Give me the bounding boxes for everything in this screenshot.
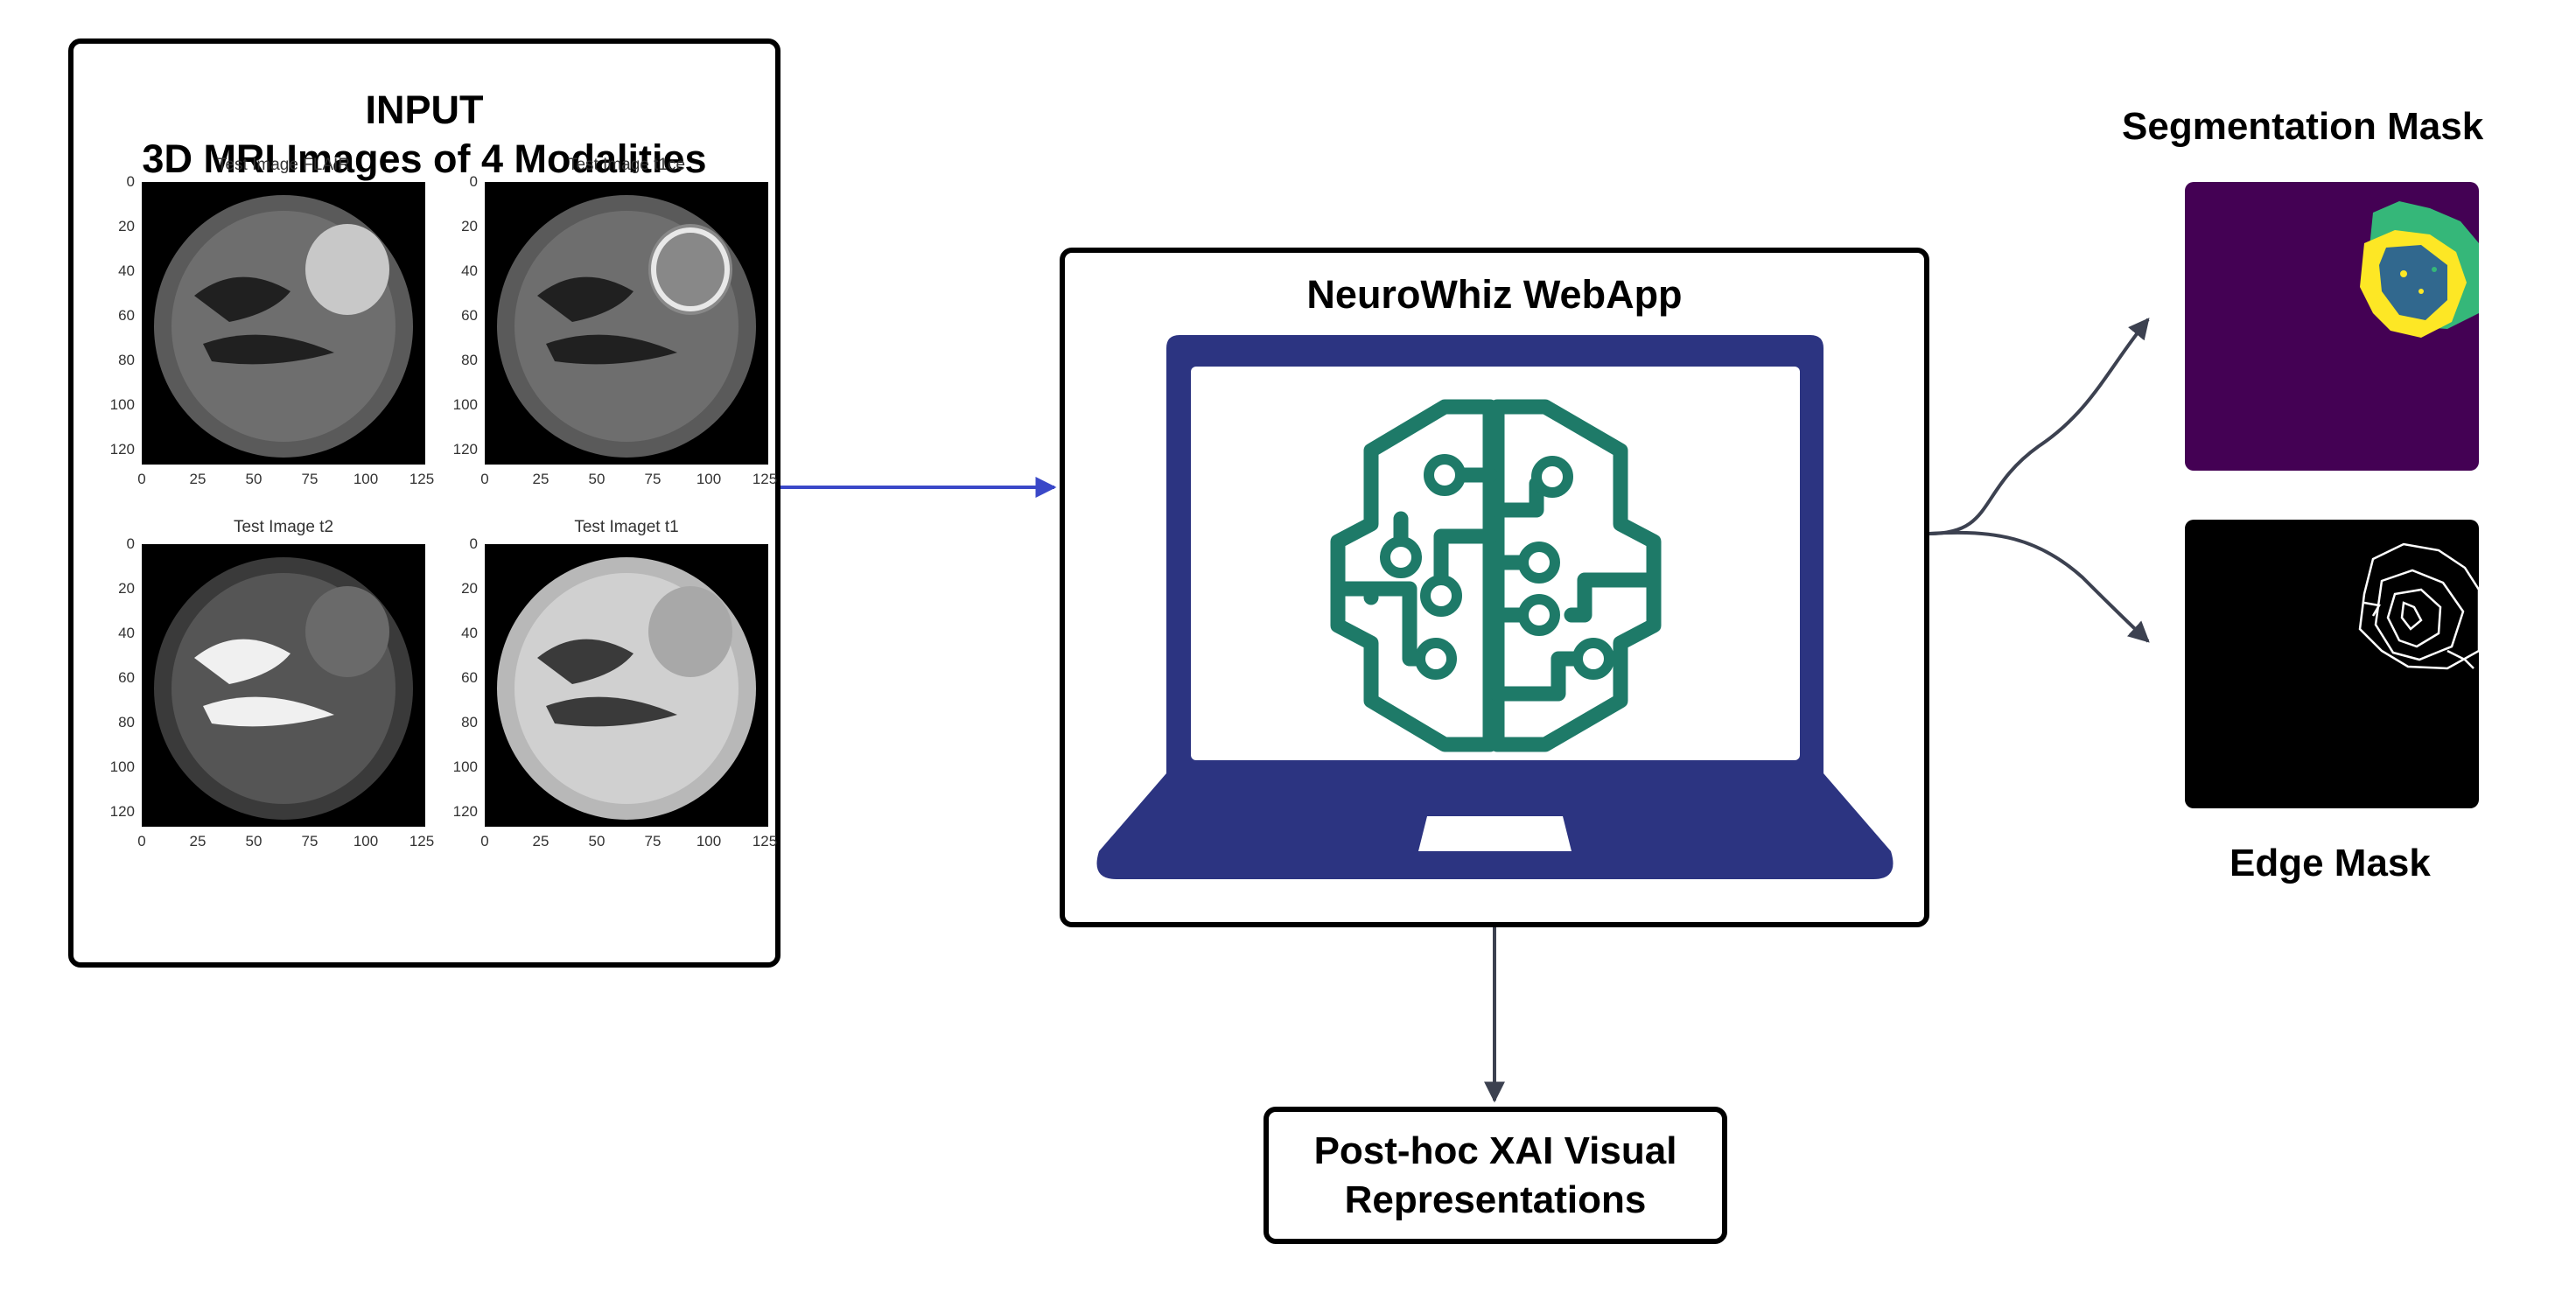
y-tick-label: 60 <box>461 307 478 324</box>
y-tick-label: 60 <box>118 669 135 686</box>
y-tick-label: 40 <box>461 262 478 279</box>
input-title: INPUT 3D MRI Images of 4 Modalities <box>74 86 775 184</box>
x-tick-label: 75 <box>644 471 662 487</box>
y-tick-label: 80 <box>461 714 478 730</box>
x-tick-label: 25 <box>189 471 206 487</box>
x-tick-label: 100 <box>353 833 379 849</box>
x-tick-label: 50 <box>245 471 262 487</box>
x-tick-label: 75 <box>301 471 318 487</box>
mri-plot-title: Test Image t2 <box>233 518 334 536</box>
y-tick-label: 80 <box>118 714 135 730</box>
y-tick-label: 20 <box>461 218 478 234</box>
x-tick-label: 75 <box>644 833 662 849</box>
x-tick-label: 100 <box>696 833 722 849</box>
input-title-line1: INPUT <box>365 87 484 132</box>
x-tick-label: 100 <box>696 471 722 487</box>
y-tick-label: 80 <box>118 352 135 368</box>
y-tick-label: 120 <box>452 803 478 820</box>
x-tick-label: 50 <box>245 833 262 849</box>
y-tick-label: 120 <box>452 441 478 458</box>
edge-mask-image <box>2185 520 2479 808</box>
edge-mask-title: Edge Mask <box>2230 842 2431 884</box>
y-tick-label: 40 <box>461 625 478 641</box>
x-tick-label: 125 <box>752 833 778 849</box>
app-to-segmentation-arrow <box>1928 318 2150 535</box>
webapp-panel: NeuroWhiz WebApp <box>1060 248 1929 927</box>
x-tick-label: 125 <box>409 471 435 487</box>
y-tick-label: 120 <box>109 441 135 458</box>
y-tick-label: 20 <box>461 580 478 597</box>
y-tick-label: 100 <box>452 758 478 775</box>
y-tick-label: 80 <box>461 352 478 368</box>
x-tick-label: 25 <box>532 471 550 487</box>
segmentation-mask-image <box>2185 182 2479 471</box>
x-tick-label: 0 <box>137 471 146 487</box>
webapp-title: NeuroWhiz WebApp <box>1306 272 1683 317</box>
x-tick-label: 25 <box>189 833 206 849</box>
y-tick-label: 100 <box>452 396 478 413</box>
mri-scan-image <box>485 182 768 465</box>
mri-plot-title: Test Image t1ce <box>567 156 686 174</box>
x-tick-label: 125 <box>752 471 778 487</box>
y-tick-label: 0 <box>126 535 135 552</box>
mri-plot-title: Test Imaget t1 <box>574 518 679 536</box>
x-tick-label: 50 <box>588 833 606 849</box>
x-tick-label: 75 <box>301 833 318 849</box>
segmentation-mask-title: Segmentation Mask <box>2122 105 2484 148</box>
y-tick-label: 40 <box>118 262 135 279</box>
x-tick-label: 0 <box>480 471 489 487</box>
x-tick-label: 100 <box>353 471 379 487</box>
xai-output-box: Post-hoc XAI Visual Representations <box>1264 1107 1727 1244</box>
x-tick-label: 0 <box>480 833 489 849</box>
input-title-line2: 3D MRI Images of 4 Modalities <box>142 136 707 181</box>
x-tick-label: 125 <box>409 833 435 849</box>
y-tick-label: 20 <box>118 580 135 597</box>
x-tick-label: 25 <box>532 833 550 849</box>
x-tick-label: 50 <box>588 471 606 487</box>
y-tick-label: 100 <box>109 758 135 775</box>
xai-label: Post-hoc XAI Visual Representations <box>1313 1129 1677 1221</box>
y-tick-label: 100 <box>109 396 135 413</box>
input-panel: INPUT 3D MRI Images of 4 Modalities Test… <box>68 38 780 968</box>
mri-scan-image <box>142 182 425 465</box>
y-tick-label: 120 <box>109 803 135 820</box>
laptop-icon <box>1096 335 1894 879</box>
mri-plot-title: Test Image FLAIR <box>216 156 351 174</box>
brain-circuit-icon <box>1330 399 1662 752</box>
y-tick-label: 60 <box>118 307 135 324</box>
y-tick-label: 60 <box>461 669 478 686</box>
y-tick-label: 0 <box>469 535 478 552</box>
y-tick-label: 0 <box>469 173 478 190</box>
y-tick-label: 20 <box>118 218 135 234</box>
y-tick-label: 40 <box>118 625 135 641</box>
mri-scan-image <box>485 544 768 827</box>
x-tick-label: 0 <box>137 833 146 849</box>
y-tick-label: 0 <box>126 173 135 190</box>
mri-scan-image <box>142 544 425 827</box>
app-to-edge-arrow <box>1928 530 2150 643</box>
